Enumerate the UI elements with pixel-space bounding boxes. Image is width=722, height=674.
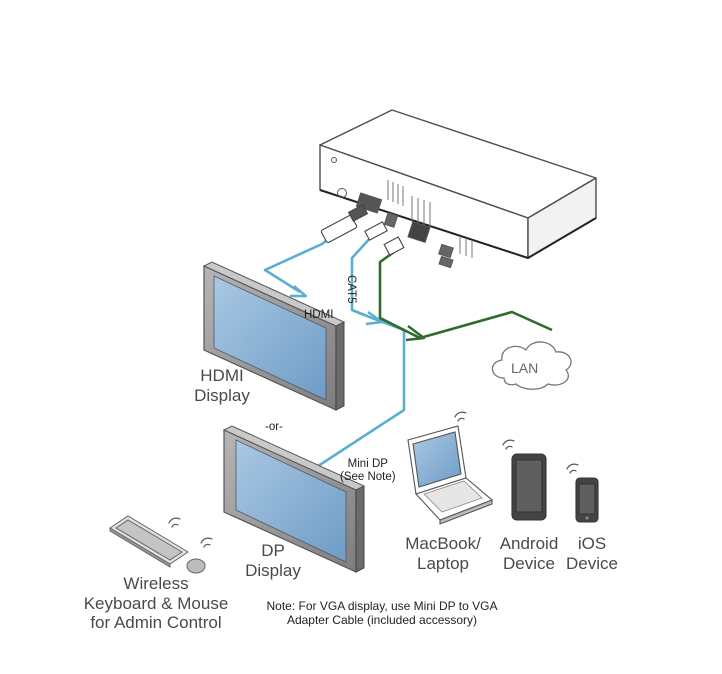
ios-label: iOS Device: [562, 534, 622, 573]
or-label: -or-: [265, 421, 283, 433]
dp-display-label-line1: DP: [261, 541, 285, 560]
keyboard-icon: [109, 515, 189, 568]
ios-device-icon: [575, 477, 599, 523]
macbook-label: MacBook/ Laptop: [398, 534, 488, 573]
hdmi-connector: [320, 204, 369, 244]
ios-label-line2: Device: [566, 553, 618, 573]
keyboard-label: Wireless Keyboard & Mouse for Admin Cont…: [76, 574, 236, 633]
vga-note-line2: Adapter Cable (included accessory): [286, 612, 478, 627]
mini-dp-cable: [311, 235, 406, 472]
wireless-icon-keyboard: [168, 517, 181, 528]
lan-cloud-icon: [491, 341, 572, 390]
wireless-icon-mouse: [200, 537, 213, 548]
wireless-icon-laptop: [454, 411, 467, 422]
dp-display-label: DP Display: [238, 541, 308, 580]
dp-display-icon: [222, 425, 366, 573]
android-device-icon: [511, 453, 547, 521]
keyboard-label-line3: for Admin Control: [90, 613, 222, 633]
mini-dp-label-line1: Mini DP: [347, 458, 388, 470]
keyboard-label-line1: Wireless: [123, 574, 189, 593]
wireless-icon-android: [502, 439, 515, 450]
dp-display-label-line2: Display: [245, 560, 301, 580]
vga-note: Note: For VGA display, use Mini DP to VG…: [252, 599, 512, 628]
front-panel-ports: [331, 157, 473, 269]
mini-dp-label-line2: (See Note): [340, 471, 396, 484]
cat5-label: CAT5: [345, 275, 357, 304]
android-label-line2: Device: [503, 553, 555, 573]
hdmi-display-label: HDMI Display: [190, 366, 254, 405]
macbook-label-line2: Laptop: [417, 553, 469, 573]
laptop-icon: [407, 425, 494, 525]
hdmi-cable-label: HDMI: [304, 309, 334, 321]
keyboard-label-line2: Keyboard & Mouse: [83, 593, 229, 613]
wireless-icon-ios: [566, 463, 579, 474]
lan-label: LAN: [511, 360, 539, 376]
hdmi-display-icon: [202, 261, 346, 411]
cat5-connector: [383, 236, 405, 256]
android-label: Android Device: [494, 534, 564, 573]
vga-note-line1: Note: For VGA display, use Mini DP to VG…: [266, 599, 498, 613]
android-label-line1: Android: [499, 534, 559, 553]
main-unit: [319, 109, 597, 259]
mini-dp-connector: [364, 221, 388, 241]
mouse-icon: [186, 558, 206, 574]
ios-label-line1: iOS: [577, 534, 607, 553]
hdmi-display-label-line2: Display: [194, 385, 250, 405]
hdmi-display-label-line1: HDMI: [200, 366, 244, 385]
mini-dp-label: Mini DP (See Note): [340, 458, 396, 484]
cat5-cable: [378, 250, 553, 342]
macbook-label-line1: MacBook/: [405, 534, 481, 553]
hdmi-cable: [263, 232, 336, 298]
